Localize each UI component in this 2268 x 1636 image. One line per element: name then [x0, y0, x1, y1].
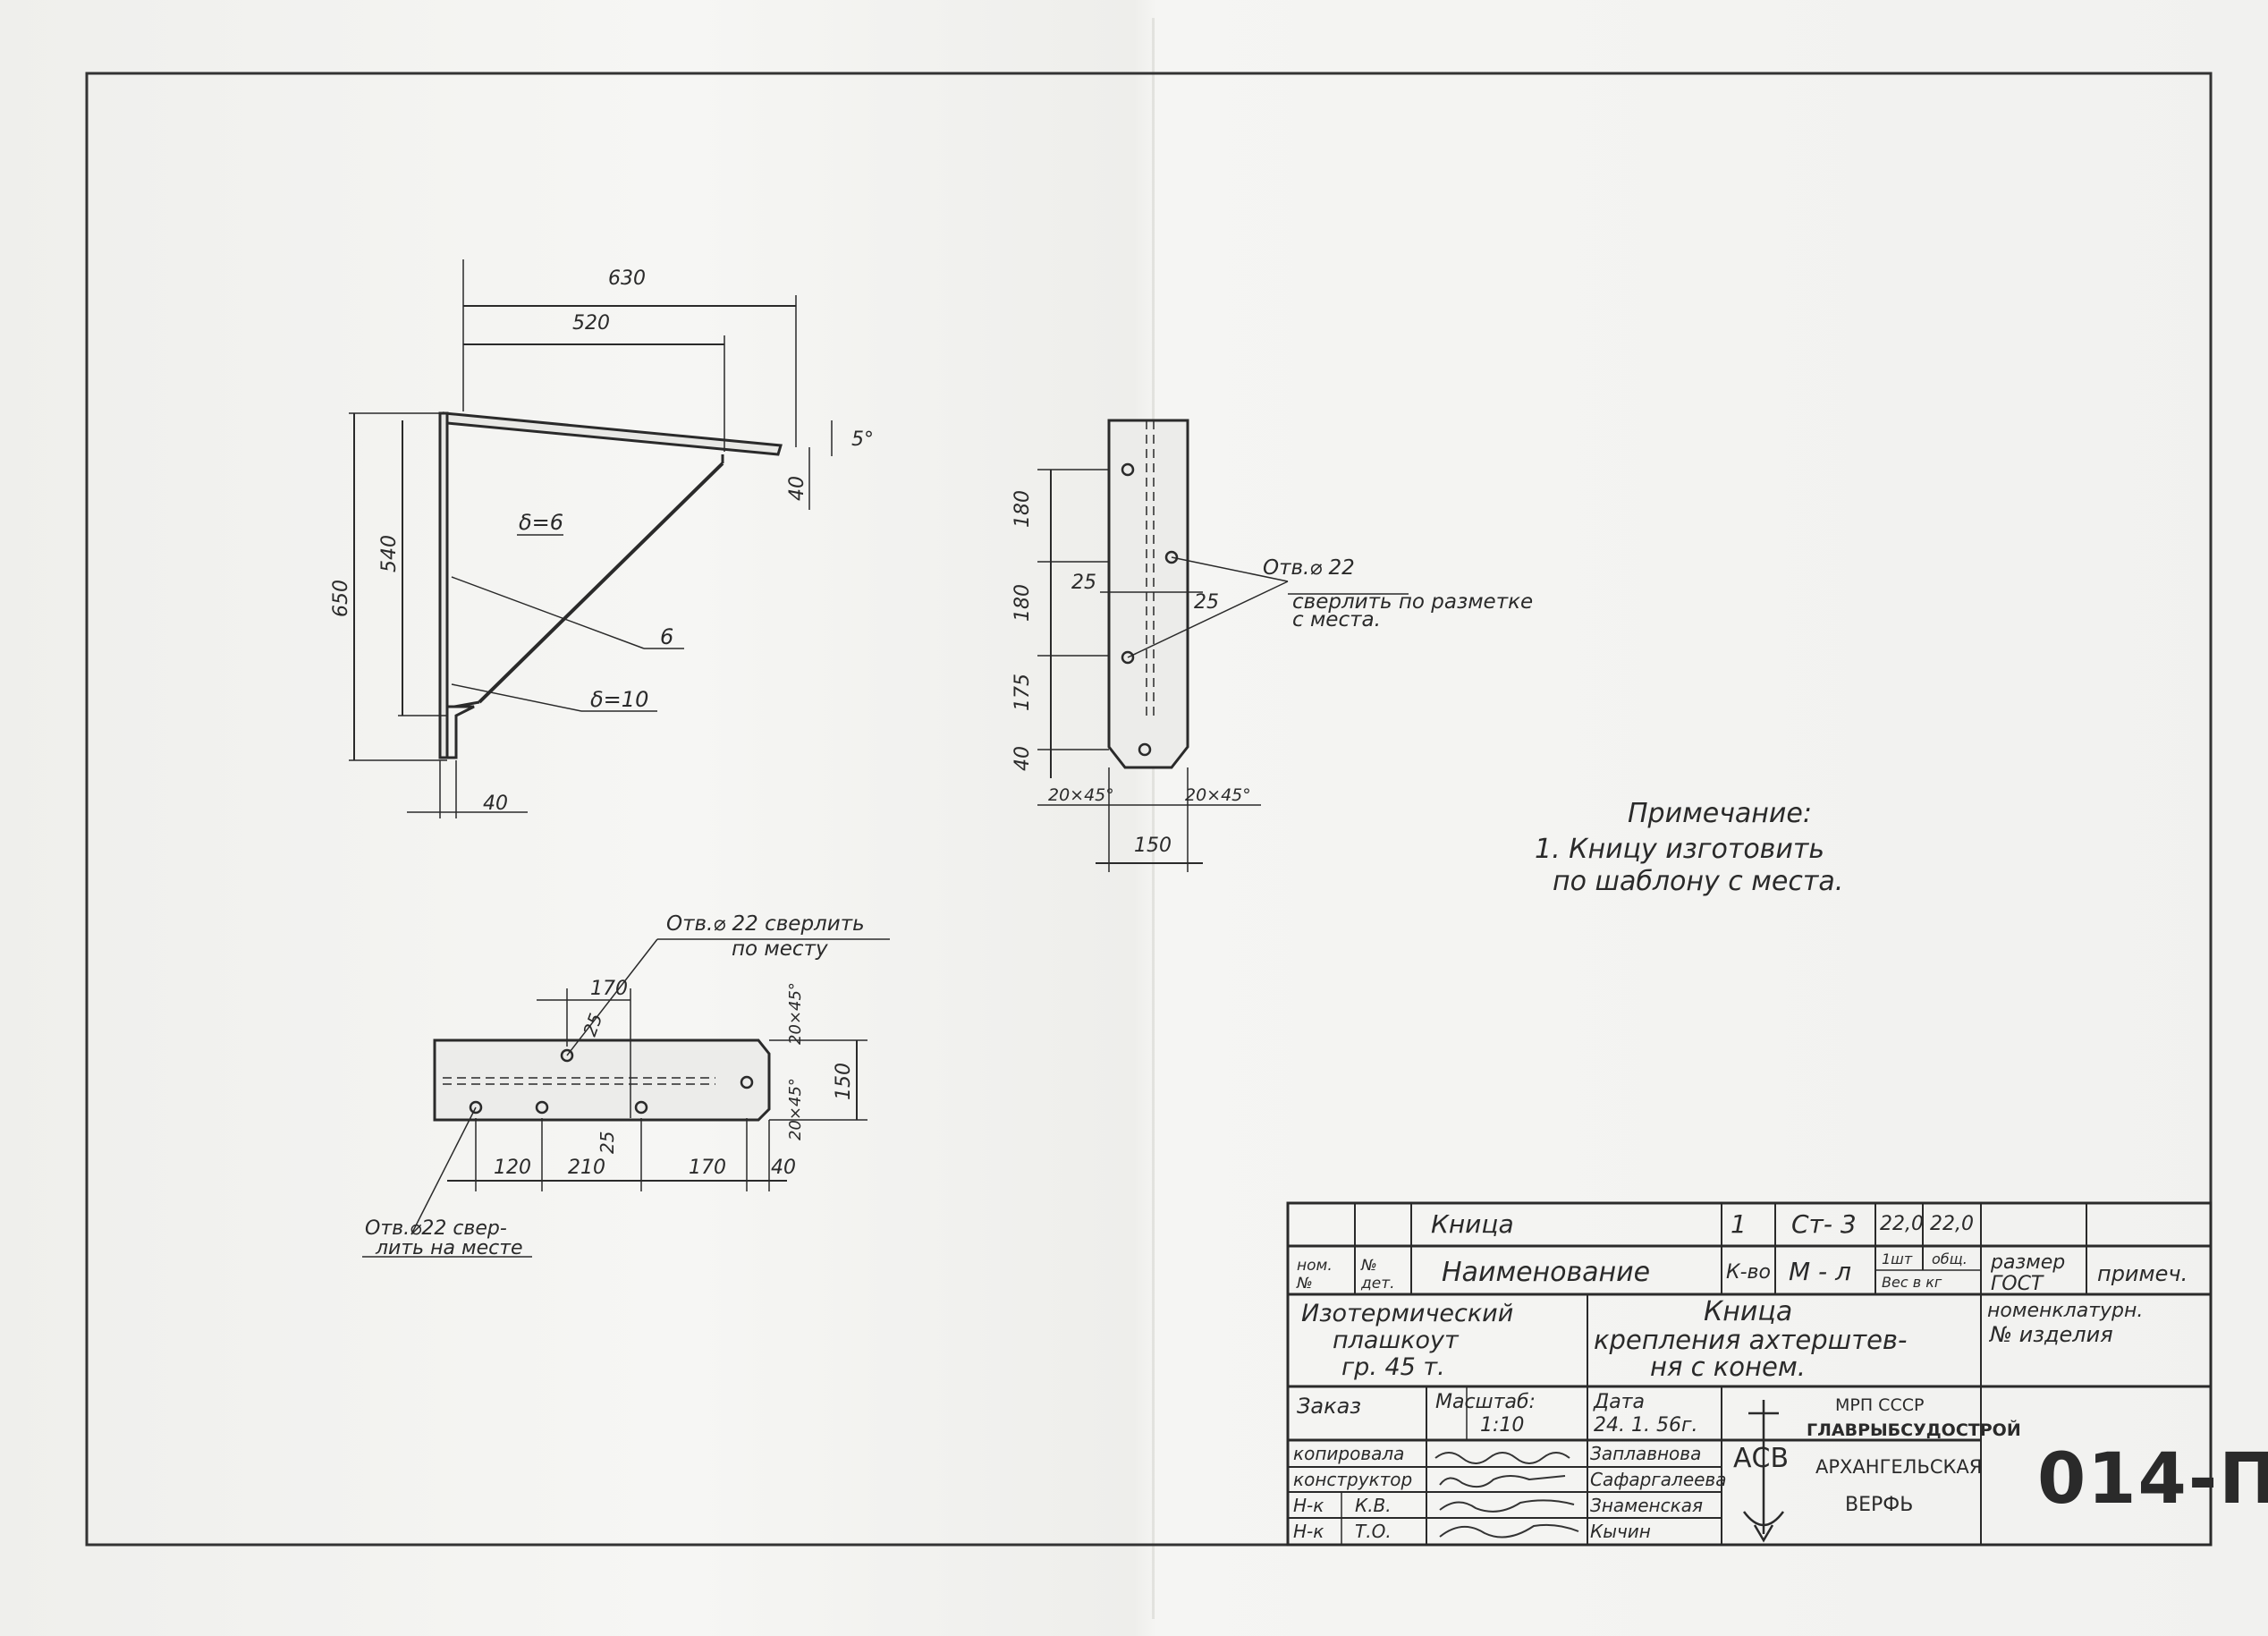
bottom-chamfer-top: 20×45°	[786, 982, 805, 1045]
tb-scale-value: 1:10	[1480, 1414, 1525, 1437]
side-dim-40-top: 40	[786, 476, 808, 501]
tb-hdr-note: примеч.	[2097, 1261, 2188, 1286]
tb-org-4: ВЕРФЬ	[1845, 1494, 1914, 1516]
title-block-grid	[1286, 1201, 2213, 1547]
tb-hdr-weight-total: общ.	[1932, 1250, 1968, 1267]
tb-role-1: копировала	[1293, 1443, 1405, 1464]
tb-part-name: Кница	[1431, 1209, 1514, 1239]
side-delta-6: δ=6	[519, 510, 563, 535]
drawing-frame	[85, 72, 2213, 1547]
tb-hdr-size: размер ГОСТ	[1991, 1251, 2066, 1296]
front-chamfer-right: 20×45°	[1185, 785, 1251, 805]
tb-role-3: Н-к	[1293, 1495, 1324, 1516]
tb-role-4: Н-к	[1293, 1521, 1324, 1542]
front-dim-180-b: 180	[1011, 584, 1034, 622]
paper-fold	[1152, 18, 1155, 1619]
tb-nomenclature-2: № изделия	[1990, 1322, 2113, 1347]
front-dim-150: 150	[1134, 835, 1172, 857]
note-line-1: 1. Кницу изготовить	[1535, 834, 1825, 865]
bottom-dim-120: 120	[494, 1157, 531, 1179]
tb-role-2-name: Сафаргалеева	[1590, 1469, 1727, 1490]
view-bottom	[362, 938, 890, 1258]
bottom-dim-25-bottom: 25	[597, 1132, 618, 1154]
tb-hdr-weight-unit: Вес в кг	[1882, 1274, 1942, 1291]
bottom-dim-170: 170	[689, 1157, 726, 1179]
bottom-hole-note-top-1: Отв.⌀ 22 сверлить	[666, 912, 865, 936]
tb-date-value: 24. 1. 56г.	[1594, 1414, 1698, 1437]
tb-role-3-extra: К.В.	[1355, 1495, 1392, 1516]
front-hole-note-2: сверлить по разметке	[1292, 590, 1533, 614]
side-dim-40-bottom: 40	[483, 793, 508, 815]
tb-title-1: Кница	[1704, 1296, 1793, 1327]
tb-weight-total: 22,0	[1930, 1213, 1974, 1235]
tb-role-4-name: Кычин	[1590, 1521, 1651, 1542]
tb-date-label: Дата	[1594, 1391, 1645, 1413]
view-side	[349, 259, 833, 818]
tb-qty: 1	[1731, 1209, 1747, 1239]
front-hole-note-1: Отв.⌀ 22	[1263, 556, 1355, 580]
side-dim-520: 520	[572, 312, 610, 335]
tb-hdr-det-no: № дет.	[1361, 1257, 1395, 1293]
tb-role-4-extra: Т.О.	[1355, 1521, 1392, 1542]
note-line-2: по шаблону с места.	[1553, 866, 1844, 897]
tb-title-2: крепления ахтерштев-	[1594, 1325, 1908, 1355]
tb-scale-label: Масштаб:	[1435, 1391, 1536, 1413]
front-dim-25-left: 25	[1071, 572, 1096, 594]
bottom-hole-note-bottom-2: лить на месте	[375, 1237, 523, 1259]
bottom-dim-210: 210	[568, 1157, 605, 1179]
tb-nomenclature-1: номенклатурн.	[1987, 1300, 2144, 1322]
bottom-dim-40: 40	[771, 1157, 796, 1179]
tb-org-2: ГЛАВРЫБСУДОСТРОЙ	[1807, 1420, 2021, 1440]
side-weld-6: 6	[660, 624, 673, 649]
tb-order-label: Заказ	[1297, 1394, 1362, 1419]
org-logo-letters: АСВ	[1733, 1443, 1789, 1474]
tb-hdr-name: Наименование	[1442, 1257, 1651, 1288]
front-hole-note-3: с места.	[1292, 608, 1381, 632]
tb-title-3: ня с конем.	[1650, 1352, 1806, 1382]
tb-role-2: конструктор	[1293, 1469, 1413, 1490]
tb-org-3: АРХАНГЕЛЬСКАЯ	[1815, 1456, 1983, 1478]
bottom-hole-note-bottom-1: Отв.⌀22 свер-	[365, 1217, 507, 1240]
bottom-hole-note-top-2: по месту	[732, 937, 828, 961]
bottom-chamfer-bottom: 20×45°	[786, 1078, 805, 1140]
tb-hdr-weight-1: 1шт	[1882, 1250, 1913, 1267]
tb-project-2: плашкоут	[1333, 1327, 1459, 1354]
bottom-dim-150: 150	[833, 1063, 855, 1100]
note-title: Примечание:	[1628, 798, 1812, 829]
front-dim-180-a: 180	[1011, 490, 1034, 528]
tb-role-3-name: Знаменская	[1590, 1495, 1703, 1516]
side-dim-540: 540	[378, 535, 401, 572]
view-front	[1037, 419, 1409, 872]
tb-org-1: МРП СССР	[1835, 1395, 1925, 1415]
tb-drawing-number: 014-П	[2037, 1439, 2268, 1520]
tb-hdr-pos-no: ном. №	[1297, 1257, 1333, 1293]
tb-hdr-qty: К-во	[1726, 1261, 1771, 1284]
front-chamfer-left: 20×45°	[1048, 785, 1114, 805]
org-logo	[1742, 1400, 1785, 1543]
front-dim-175: 175	[1011, 674, 1034, 711]
tb-hdr-material: М - л	[1789, 1257, 1851, 1286]
front-dim-40: 40	[1011, 746, 1034, 771]
side-angle-5: 5°	[851, 428, 874, 451]
side-dim-650: 650	[330, 580, 352, 617]
bottom-dim-170-top: 170	[590, 978, 628, 1000]
tb-weight-1: 22,0	[1880, 1213, 1924, 1235]
tb-role-1-name: Заплавнова	[1590, 1443, 1702, 1464]
front-dim-25-right: 25	[1194, 591, 1219, 614]
tb-project-1: Изотермический	[1301, 1300, 1514, 1327]
tb-project-3: гр. 45 т.	[1341, 1353, 1445, 1381]
tb-material: Ст- 3	[1791, 1209, 1857, 1239]
side-delta-10: δ=10	[590, 687, 648, 712]
side-dim-630: 630	[608, 267, 646, 290]
